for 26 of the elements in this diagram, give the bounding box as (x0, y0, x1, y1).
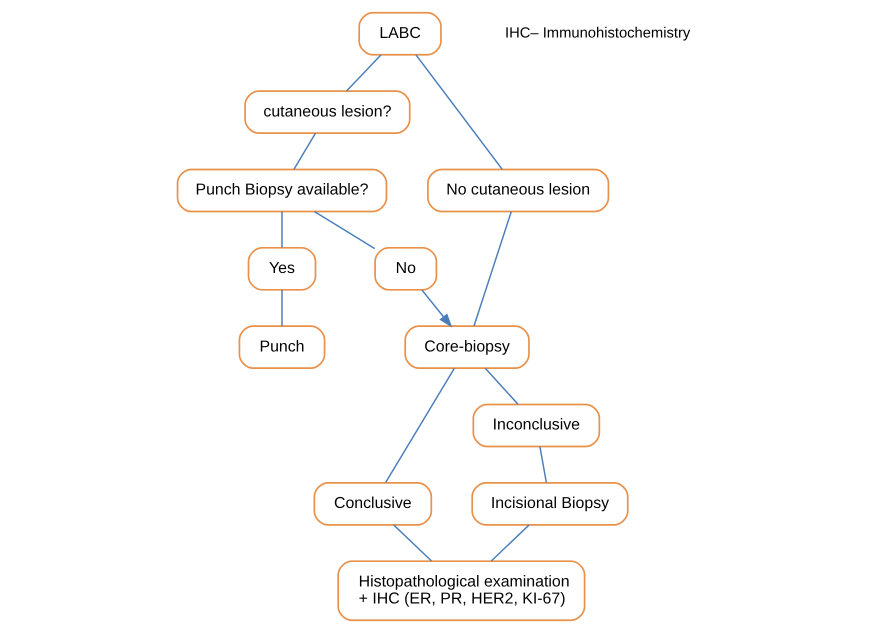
node-box: Yes (247, 246, 316, 291)
label: IHC– Immunohistochemistry (504, 26, 690, 42)
connector (280, 290, 282, 326)
node-box: cutaneous lesion? (244, 90, 410, 134)
node-box: Conclusive (313, 482, 432, 526)
node-box: Histopathological examination + IHC (ER, PR, HER2, KI-67) (336, 560, 585, 622)
connector (490, 524, 529, 562)
arrow (420, 289, 452, 328)
connector (472, 211, 512, 326)
node-box: No (374, 246, 437, 291)
node-box: Incisional Biopsy (470, 482, 628, 526)
node-box: LABC (358, 12, 442, 56)
connector (484, 368, 518, 405)
connector (280, 212, 282, 248)
node-box: No cutaneous lesion (426, 168, 609, 212)
node-box: Punch (238, 325, 325, 370)
connector (414, 54, 502, 170)
connector (392, 524, 432, 562)
connector (292, 132, 316, 170)
node-box: Core-biopsy (404, 325, 530, 370)
node-box: Inconclusive (472, 404, 600, 448)
connector (346, 54, 382, 92)
connector (384, 368, 454, 483)
connector (314, 210, 375, 250)
connector (538, 446, 547, 483)
node-box: Punch Biopsy available? (176, 168, 387, 212)
